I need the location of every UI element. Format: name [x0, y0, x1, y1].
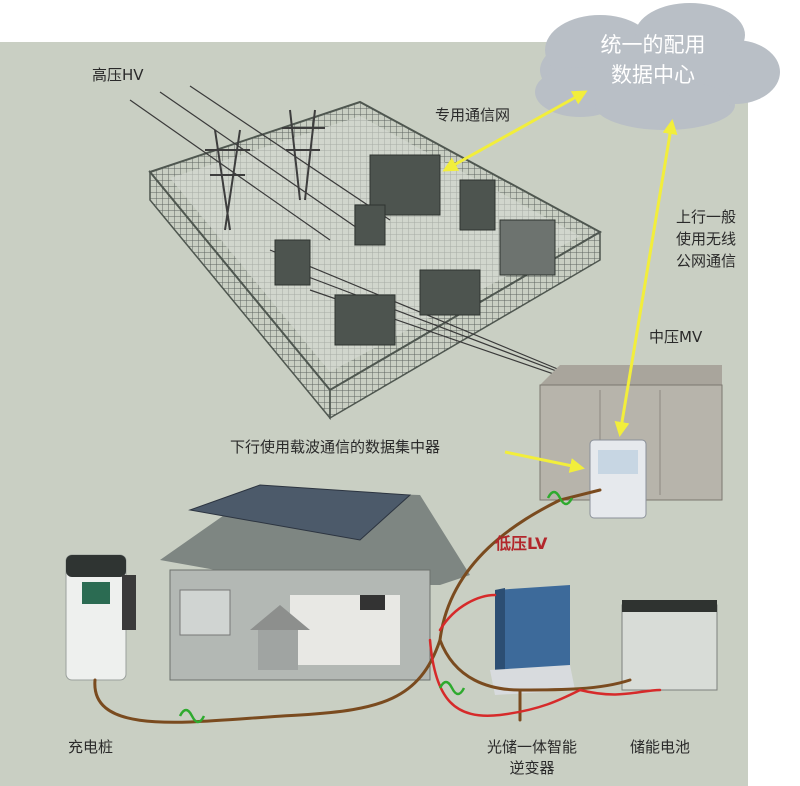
communication-arrows [442, 90, 678, 473]
carrier-wave-icons [178, 490, 574, 724]
uplink-label: 上行一般 使用无线 公网通信 [676, 206, 736, 272]
uplink-label-line3: 公网通信 [676, 252, 737, 270]
substation-illustration [129, 85, 603, 421]
battery-unit [621, 600, 718, 691]
charging-pile-label: 充电桩 [68, 738, 114, 756]
uplink-label-line1: 上行一般 [676, 208, 737, 226]
inverter-label-line1: 光储一体智能 [486, 738, 577, 756]
battery-label: 储能电池 [630, 738, 691, 756]
cables [93, 488, 662, 724]
carrier-wave-icon [438, 680, 466, 696]
uplink-arrow [614, 119, 678, 437]
mv-cabinet [539, 365, 723, 519]
dedicated-network-label: 专用通信网 [435, 106, 511, 124]
hv-label: 高压HV [92, 66, 144, 84]
inverter-label: 光储一体智能 逆变器 [472, 736, 592, 778]
transformer-units [274, 154, 556, 346]
dedicated-network-arrow [442, 90, 588, 172]
lv-label: 低压LV [495, 534, 548, 553]
cloud-shape [535, 3, 780, 130]
uplink-label-line2: 使用无线 [676, 230, 737, 248]
cloud-label-line2: 数据中心 [611, 63, 695, 87]
cloud-label-line1: 统一的配用 [600, 33, 706, 57]
mv-label: 中压MV [649, 328, 703, 346]
house-illustration [160, 484, 470, 681]
inverter-label-line2: 逆变器 [509, 759, 555, 777]
charging-pile [65, 554, 136, 681]
towers [205, 109, 325, 231]
downlink-label: 下行使用载波通信的数据集中器 [230, 438, 441, 456]
inverter-unit [490, 585, 575, 695]
cloud-label: 统一的配用 数据中心 [548, 30, 758, 90]
carrier-wave-icon [546, 490, 574, 506]
carrier-wave-icon [178, 708, 206, 724]
downlink-arrow [504, 450, 585, 473]
